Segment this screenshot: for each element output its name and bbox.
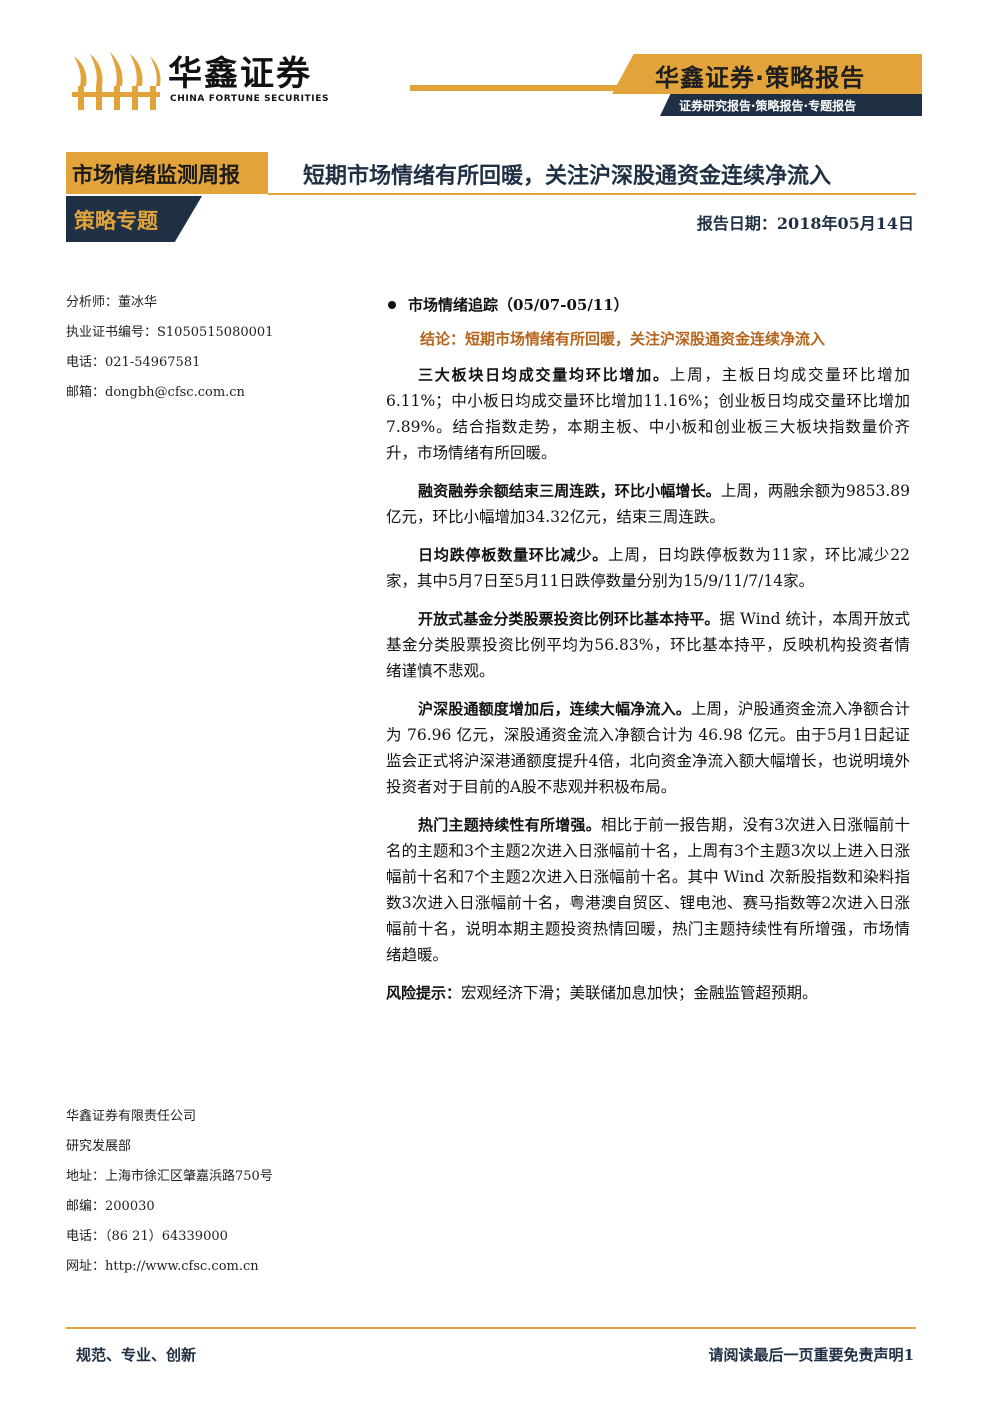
- paragraph: 三大板块日均成交量均环比增加。上周，主板日均成交量环比增加6.11%；中小板日均…: [386, 362, 910, 466]
- paragraph-body: 上周，两融余额为9853.89亿元，环比小幅增加34.32亿元，结束三周连跌。: [386, 482, 910, 526]
- logo-chinese-name: 华鑫证券: [168, 54, 312, 94]
- section-heading: 市场情绪追踪（05/07-05/11）: [386, 292, 910, 320]
- paragraph-lead: 热门主题持续性有所增强。: [418, 816, 601, 834]
- report-title: 短期市场情绪有所回暖，关注沪深股通资金连续净流入: [303, 164, 832, 189]
- analyst-phone: 电话：021-54967581: [66, 355, 201, 370]
- paragraph-body: 上周，主板日均成交量环比增加6.11%；中小板日均成交量环比增加11.16%；创…: [386, 366, 910, 462]
- logo-flame-icon: [72, 52, 161, 110]
- logo-english-name: CHINA FORTUNE SECURITIES: [170, 94, 330, 104]
- title-underline: [268, 193, 916, 195]
- footer-disclaimer: 请阅读最后一页重要免责声明1: [709, 1344, 914, 1365]
- risk-text: 宏观经济下滑；美联储加息加快；金融监管超预期。: [461, 984, 818, 1002]
- footer-motto: 规范、专业、创新: [76, 1346, 197, 1364]
- analyst-info: 分析师：董冰华 执业证书编号：S1050515080001 电话：021-549…: [66, 288, 273, 408]
- paragraph-body: 据 Wind 统计，本周开放式基金分类股票投资比例平均为56.83%，环比基本持…: [386, 610, 910, 680]
- company-name: 华鑫证券有限责任公司: [66, 1109, 197, 1124]
- footer-disclaimer-text: 请阅读最后一页重要免责声明: [708, 1346, 904, 1364]
- company-logo: 华鑫证券 CHINA FORTUNE SECURITIES: [70, 46, 340, 118]
- report-series-tag: 市场情绪监测周报: [66, 152, 268, 194]
- company-phone: 电话：（86 21）64339000: [66, 1229, 228, 1244]
- company-address: 地址：上海市徐汇区肇嘉浜路750号: [66, 1169, 273, 1184]
- company-website: 网址：http://www.cfsc.com.cn: [66, 1259, 259, 1274]
- paragraph-lead: 开放式基金分类股票投资比例环比基本持平。: [418, 610, 720, 628]
- paragraph-lead: 三大板块日均成交量均环比增加。: [418, 366, 670, 384]
- paragraph-body: 上周，沪股通资金流入净额合计为 76.96 亿元，深股通资金流入净额合计为 46…: [386, 700, 910, 796]
- paragraph-lead: 沪深股通额度增加后，连续大幅净流入。: [418, 700, 691, 718]
- paragraph-lead: 日均跌停板数量环比减少。: [418, 546, 609, 564]
- bullet-icon: [388, 301, 396, 309]
- brand-subtitle: 证券研究报告·策略报告·专题报告: [679, 99, 857, 113]
- paragraph-body: 上周，日均跌停板数为11家，环比减少22家，其中5月7日至5月11日跌停数量分别…: [386, 546, 910, 590]
- paragraph-lead: 融资融券余额结束三周连跌，环比小幅增长。: [418, 482, 721, 500]
- analyst-name: 分析师：董冰华: [66, 295, 158, 310]
- report-series-label: 市场情绪监测周报: [72, 163, 240, 187]
- footer-divider: [66, 1327, 916, 1329]
- analyst-email: 邮箱：dongbh@cfsc.com.cn: [66, 385, 245, 400]
- paragraph: 开放式基金分类股票投资比例环比基本持平。据 Wind 统计，本周开放式基金分类股…: [386, 606, 910, 684]
- brand-box: [612, 54, 922, 94]
- brand-title: 华鑫证券·策略报告: [655, 64, 866, 92]
- report-date: 报告日期：2018年05月14日: [696, 214, 914, 233]
- paragraph: 沪深股通额度增加后，连续大幅净流入。上周，沪股通资金流入净额合计为 76.96 …: [386, 696, 910, 800]
- analyst-license: 执业证书编号：S1050515080001: [66, 325, 274, 340]
- page-number: 1: [903, 1346, 914, 1364]
- main-content: 市场情绪追踪（05/07-05/11） 结论：短期市场情绪有所回暖，关注沪深股通…: [386, 292, 910, 1006]
- report-category-tag: 策略专题: [66, 196, 202, 242]
- report-category-label: 策略专题: [74, 209, 158, 233]
- risk-warning: 风险提示：宏观经济下滑；美联储加息加快；金融监管超预期。: [386, 980, 910, 1006]
- paragraph-body: 相比于前一报告期，没有3次进入日涨幅前十名的主题和3个主题2次进入日涨幅前十名，…: [386, 816, 910, 964]
- company-info: 华鑫证券有限责任公司 研究发展部 地址：上海市徐汇区肇嘉浜路750号 邮编：20…: [66, 1102, 273, 1282]
- paragraph: 融资融券余额结束三周连跌，环比小幅增长。上周，两融余额为9853.89亿元，环比…: [386, 478, 910, 530]
- company-postcode: 邮编：200030: [66, 1199, 155, 1214]
- conclusion: 结论：短期市场情绪有所回暖，关注沪深股通资金连续净流入: [420, 330, 826, 348]
- company-dept: 研究发展部: [66, 1139, 132, 1154]
- paragraph: 热门主题持续性有所增强。相比于前一报告期，没有3次进入日涨幅前十名的主题和3个主…: [386, 812, 910, 968]
- paragraph: 日均跌停板数量环比减少。上周，日均跌停板数为11家，环比减少22家，其中5月7日…: [386, 542, 910, 594]
- risk-label: 风险提示：: [386, 984, 462, 1002]
- brand-subtitle-box: [660, 94, 922, 116]
